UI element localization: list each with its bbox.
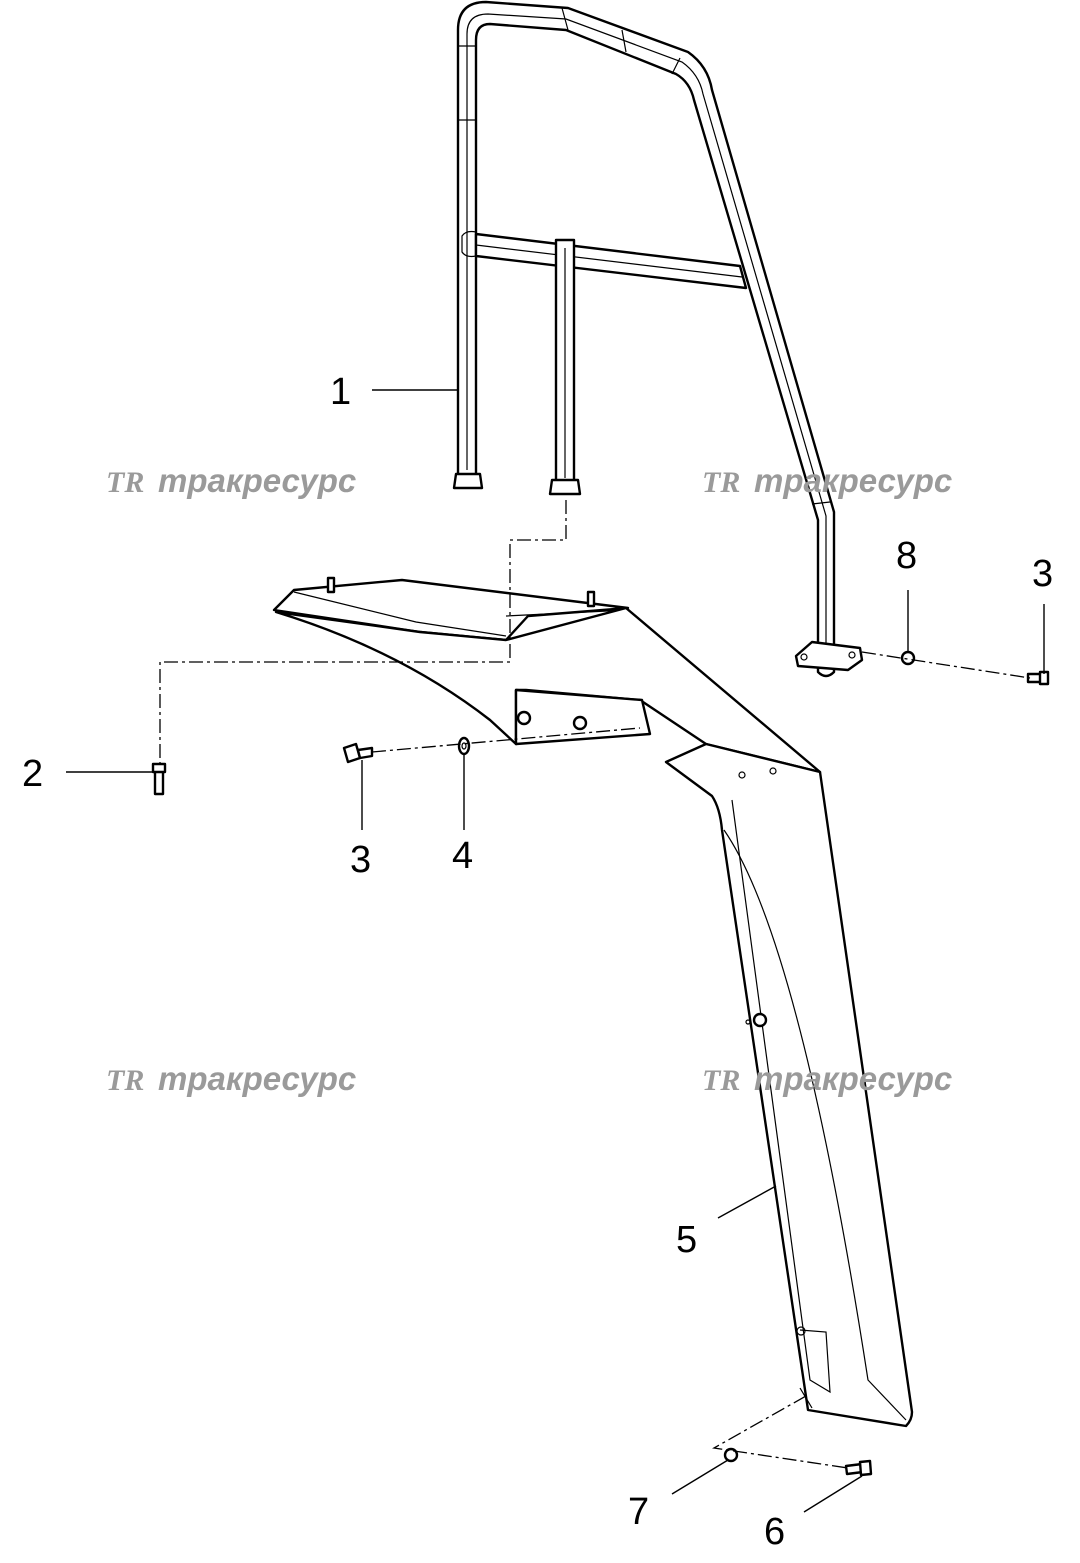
watermark-text: тракресурс <box>158 1060 356 1097</box>
watermark-logo: TR <box>106 1064 144 1097</box>
callout-labels: 1 2 3 4 8 3 5 7 6 <box>22 371 1053 1553</box>
watermark-text: тракресурс <box>754 1060 952 1097</box>
watermark-bottom-left: TR тракресурс <box>106 1060 356 1097</box>
assembly-lines <box>159 500 1031 1469</box>
callout-4: 4 <box>452 835 473 877</box>
callout-2: 2 <box>22 753 43 795</box>
fender-part-5 <box>272 576 914 1428</box>
leader-lines <box>66 389 1045 1513</box>
watermark-text: тракресурс <box>158 462 356 499</box>
callout-6: 6 <box>764 1511 785 1553</box>
callout-8: 8 <box>896 535 917 577</box>
callout-3-left: 3 <box>350 839 371 881</box>
watermark-logo: TR <box>702 466 740 499</box>
watermark-bottom-right: TR тракресурс <box>702 1060 952 1097</box>
callout-1: 1 <box>330 371 351 413</box>
handrail-part-1 <box>452 0 864 678</box>
bolt-part-3-left <box>342 742 374 764</box>
bolt-part-3-right <box>1026 670 1050 686</box>
nut-part-8 <box>900 650 916 666</box>
watermark-logo: TR <box>702 1064 740 1097</box>
watermark-text: тракресурс <box>754 462 952 499</box>
bolt-part-2 <box>151 762 167 796</box>
watermark-top-right: TR тракресурс <box>702 462 952 499</box>
callout-3-right: 3 <box>1032 553 1053 595</box>
watermark-top-left: TR тракресурс <box>106 462 356 499</box>
callout-7: 7 <box>628 1491 649 1533</box>
nut-part-7 <box>723 1447 739 1463</box>
bolt-part-6 <box>844 1459 873 1477</box>
watermark-logo: TR <box>106 466 144 499</box>
callout-5: 5 <box>676 1219 697 1261</box>
washer-part-4 <box>457 736 471 756</box>
